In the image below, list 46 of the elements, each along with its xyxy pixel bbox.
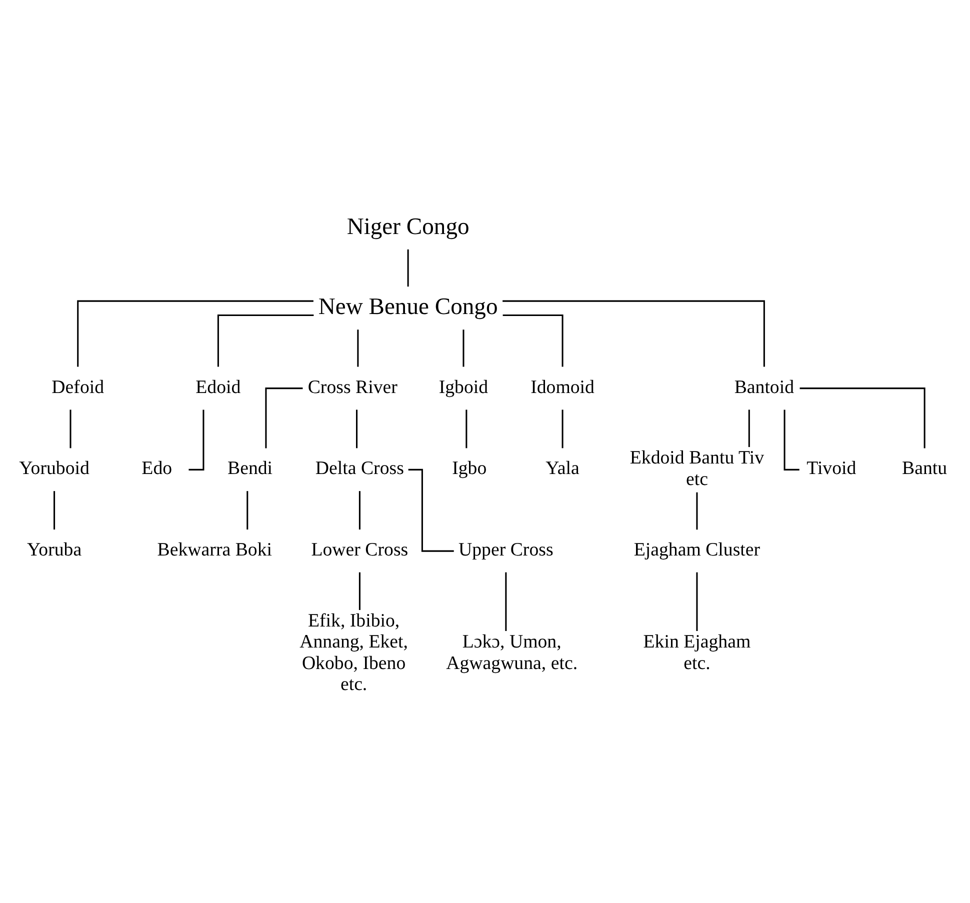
node-text: Igboid: [438, 376, 488, 398]
node-text: Delta Cross: [315, 458, 404, 479]
connector: [246, 490, 248, 530]
node-text: Bantoid: [734, 376, 794, 398]
node-text: Bendi: [228, 458, 273, 479]
connector: [800, 387, 926, 448]
connector: [505, 572, 507, 630]
node-text: Yala: [546, 458, 580, 479]
connector: [217, 314, 314, 366]
connector: [77, 300, 314, 366]
node-text: Edoid: [196, 376, 241, 398]
connector: [407, 248, 409, 286]
node-text: Igbo: [452, 458, 487, 479]
connector: [358, 572, 360, 610]
connector: [562, 409, 564, 448]
node-text: Ekin Ejagham etc.: [643, 631, 751, 674]
connector: [502, 314, 564, 366]
node-text: Upper Cross: [458, 539, 554, 560]
connector: [696, 572, 698, 630]
node-text: Tivoid: [806, 458, 856, 479]
node-text: New Benue Congo: [318, 294, 498, 320]
connector: [502, 300, 765, 366]
node-text: Ejagham Cluster: [634, 539, 760, 560]
node-text: Yoruba: [26, 539, 82, 560]
connector: [357, 329, 359, 366]
node-text: Yoruboid: [19, 458, 90, 479]
node-text: Niger Congo: [346, 213, 470, 240]
connector: [54, 490, 56, 530]
node-text: Bantu: [902, 458, 948, 479]
node-text: Lower Cross: [311, 539, 408, 560]
node-text: Idomoid: [530, 376, 594, 398]
node-text: Edo: [142, 458, 172, 479]
node-text: Efik, Ibibio, Annang, Eket, Okobo, Ibeno etc.: [300, 610, 408, 694]
connector: [358, 490, 360, 530]
connector: [696, 492, 698, 530]
connector: [466, 409, 468, 448]
node-text: Lɔkɔ, Umon, Agwagwuna, etc.: [446, 631, 578, 674]
connector: [265, 387, 303, 448]
node-text: Ekdoid Bantu Tiv etc: [630, 447, 764, 490]
connector: [356, 409, 358, 448]
node-text: Bekwarra Boki: [157, 539, 272, 560]
node-text: Defoid: [52, 376, 104, 398]
connector: [748, 409, 750, 447]
connector: [462, 329, 464, 366]
connector: [70, 409, 72, 448]
node-text: Cross River: [308, 376, 398, 398]
